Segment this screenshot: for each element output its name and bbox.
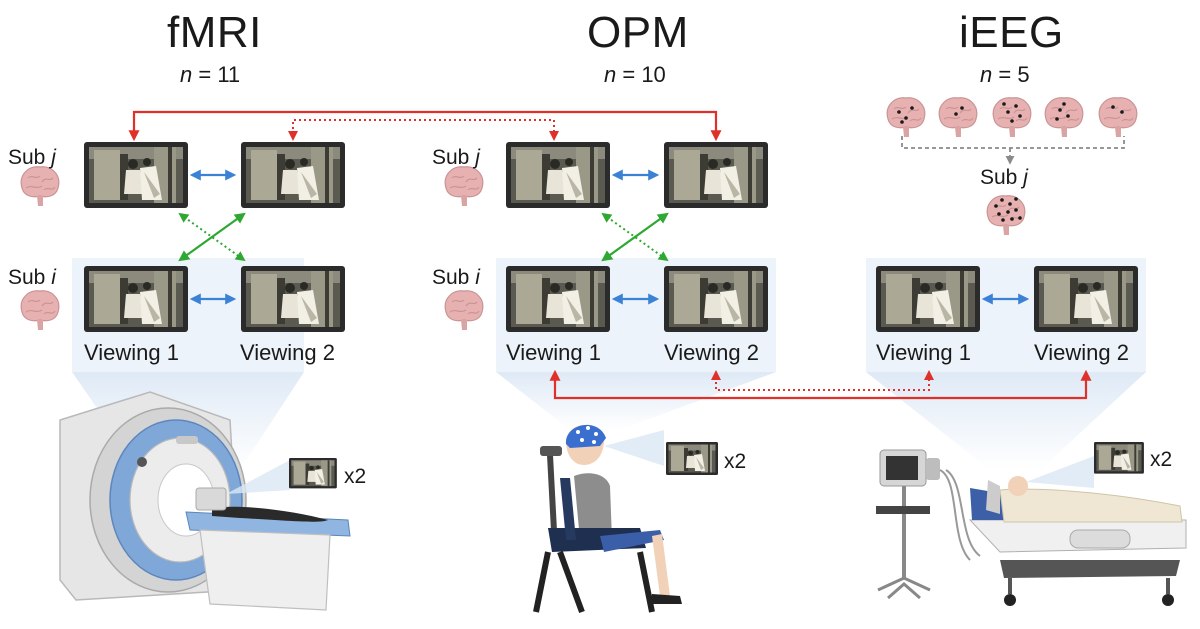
fmri-sub-j-brain-icon [20,166,60,207]
fmri-viewing-1-label: Viewing 1 [84,340,179,365]
fmri-opm-same-viewing-arrow [128,110,722,142]
fmri-opm-cross-viewing-arrow [288,119,559,141]
opm-sub-j-viewing-1-screen [506,142,610,208]
ieeg-title: iEEG [959,8,1064,57]
opm-repeat-label: x2 [724,450,747,473]
opm-ieeg-same-viewing-arrow [549,369,1092,400]
ieeg-sub-j-brain-icon [986,195,1026,236]
fmri-repeat-label: x2 [344,465,367,488]
opm-sample-size: n = 10 [604,62,666,87]
fmri-stimulus-screen [289,458,337,489]
opm-title: OPM [587,8,689,57]
ieeg-patient-brain-icon [992,97,1032,138]
opm-sub-i-viewing-2-screen [664,266,768,332]
opm-between-cross-viewing-arrow [601,212,669,262]
ieeg-viewing-2-screen [1034,266,1138,332]
opm-viewing-1-label: Viewing 1 [506,340,601,365]
fmri-sub-i-label: Sub i [8,266,56,289]
fmri-between-cross-viewing-arrow [178,212,246,262]
ieeg-patient-brain-icon [1098,97,1138,138]
fmri-sub-j-label: Sub j [8,146,56,169]
ieeg-viewing-2-label: Viewing 2 [1034,340,1129,365]
mri-stimulus-beam [226,460,290,494]
fmri-sub-i-viewing-2-screen [241,266,345,332]
opm-sub-i-brain-icon [444,290,484,331]
ieeg-group-bracket [901,136,1125,149]
ieeg-patient-brains [886,97,1138,138]
fmri-sub-i-viewing-1-screen [84,266,188,332]
opm-participant-illustration [533,424,682,614]
fmri-sub-j-viewing-1-screen [84,142,188,208]
ieeg-stimulus-screen [1094,442,1144,474]
opm-stimulus-screen [666,442,718,475]
ieeg-viewing-1-screen [876,266,980,332]
ieeg-sub-j-label: Sub j [980,166,1028,189]
ieeg-sub-j-electrode-dots [994,197,1022,222]
opm-sub-i-label: Sub i [432,266,480,289]
mri-scanner-illustration [59,391,351,611]
opm-viewing-2-label: Viewing 2 [664,340,759,365]
opm-sub-j-brain-icon [444,166,484,207]
ieeg-patient-brain-icon [938,97,978,138]
ieeg-viewing-1-label: Viewing 1 [876,340,971,365]
ieeg-projection-beam [866,372,1146,470]
ieeg-sample-size: n = 5 [980,62,1030,87]
fmri-sample-size: n = 11 [180,62,241,87]
ieeg-electrode-dots [897,102,1124,124]
fmri-viewing-2-label: Viewing 2 [240,340,335,365]
ieeg-bed-illustration [876,449,1187,606]
fmri-sub-i-brain-icon [20,290,60,331]
opm-ieeg-cross-viewing-arrow [711,370,934,391]
opm-sub-i-viewing-1-screen [506,266,610,332]
fmri-title: fMRI [167,8,262,57]
fmri-sub-j-viewing-2-screen [241,142,345,208]
opm-sub-j-viewing-2-screen [664,142,768,208]
opm-projection-beam [496,372,776,430]
ieeg-repeat-label: x2 [1150,448,1173,471]
opm-sub-j-label: Sub j [432,146,480,169]
